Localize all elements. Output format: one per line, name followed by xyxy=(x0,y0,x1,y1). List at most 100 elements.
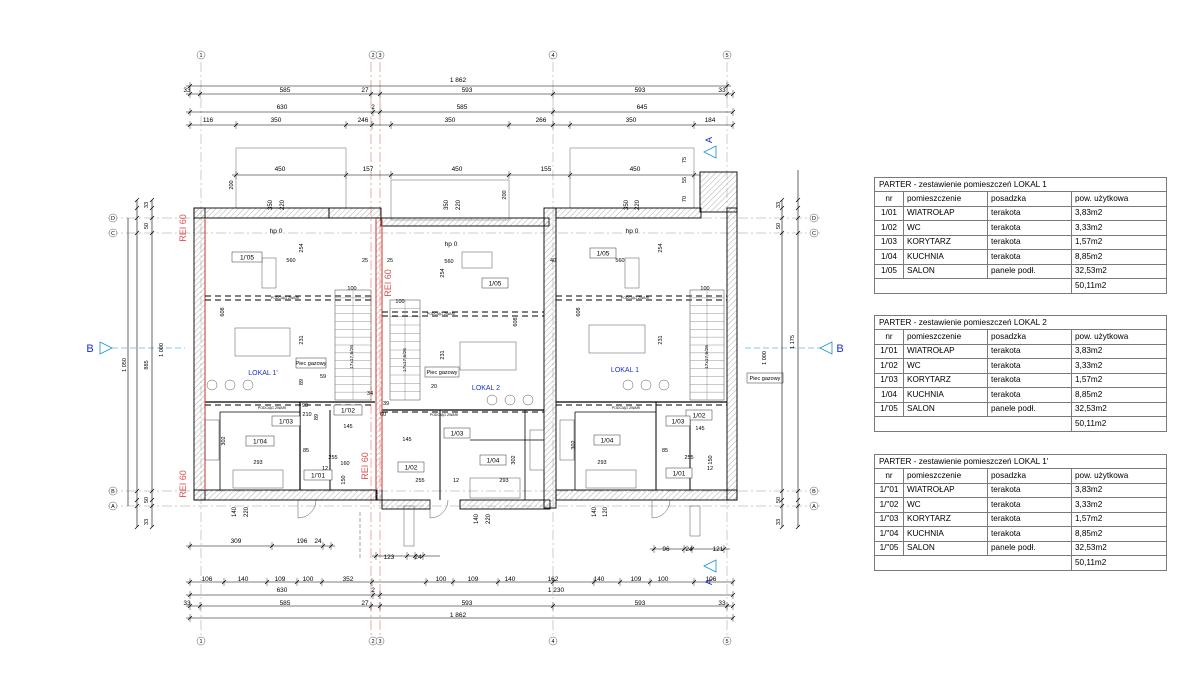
dimension-label: 593 xyxy=(462,87,473,94)
dimension-label: 885 xyxy=(144,360,150,369)
dimension-label: 1 000 xyxy=(762,351,768,365)
dimension-label: 608 xyxy=(220,307,226,316)
schedule-header: posadzka xyxy=(987,468,1072,484)
floor-finish: terakota xyxy=(987,497,1072,513)
grid-axis-label: B xyxy=(812,489,816,495)
room-name: KORYTARZ xyxy=(903,511,988,527)
room-tag-box xyxy=(665,415,691,427)
area-value: 1,57m2 xyxy=(1075,375,1103,385)
dimension-label: 560 xyxy=(615,258,624,264)
grid-axis-label: C xyxy=(812,231,816,237)
dimension-label: 220 xyxy=(635,199,641,210)
area-cell: 1,57m2 xyxy=(1071,372,1167,388)
room-number: 1/'03 xyxy=(874,372,904,388)
plant-pot xyxy=(206,379,218,391)
dimension-label: 585 xyxy=(280,87,291,94)
kitchen-counter xyxy=(232,469,284,489)
fire-rating-label: REI 60 xyxy=(178,470,188,498)
room-name: WC xyxy=(903,497,988,513)
dimension-label: 24 xyxy=(414,554,422,561)
boiler-label-box xyxy=(424,366,460,378)
boiler-label-box xyxy=(295,357,327,369)
grid-axis-bubble xyxy=(108,501,118,511)
grid-axis-label: 3 xyxy=(378,639,381,645)
dimension-label: 50 xyxy=(776,223,782,229)
area-value: 3,33m2 xyxy=(1075,222,1103,232)
schedule-header: pomieszczenie xyxy=(903,329,988,345)
exterior-wall xyxy=(555,207,702,219)
dimension-label: 140 xyxy=(505,576,516,583)
plant-pot xyxy=(224,379,236,391)
area-value: 50,11m2 xyxy=(1075,557,1107,567)
dimension-label: 302 xyxy=(221,436,227,445)
terrace-outline xyxy=(235,147,347,209)
floor-finish: terakota xyxy=(987,372,1072,388)
dimension-label: 350 xyxy=(626,117,637,124)
dimension-label: 585 xyxy=(457,104,468,111)
dimension-label: 254 xyxy=(658,243,664,252)
room-tag-box xyxy=(665,467,693,479)
fire-rating-label: REI 60 xyxy=(178,214,188,242)
dimension-label: 100 xyxy=(303,576,314,583)
dimension-label: 231 xyxy=(299,335,305,344)
area-cell: 8,85m2 xyxy=(1071,526,1167,542)
area-cell: 8,85m2 xyxy=(1071,249,1167,265)
dimension-label: 89 xyxy=(299,379,305,385)
dimension-label: 59 xyxy=(320,374,326,380)
dimension-label: 630 xyxy=(277,587,288,594)
room-name: WC xyxy=(903,220,988,236)
grid-axis-bubble xyxy=(108,228,118,238)
room-tag-box xyxy=(303,469,333,481)
dimension-label: 196 xyxy=(297,538,308,545)
dimension-label: 33 xyxy=(718,87,726,94)
room-tag: 1/05 xyxy=(489,281,502,288)
dimension-label: 33 xyxy=(776,519,782,525)
exterior-wall xyxy=(193,207,206,501)
plant-pot xyxy=(658,379,670,391)
dining-table xyxy=(234,327,291,357)
dimension-label: 100 xyxy=(347,286,356,292)
stair-label: 17x17,6/26 xyxy=(704,345,710,369)
area-value: 32,53m2 xyxy=(1075,404,1107,414)
grid-axis-label: C xyxy=(111,231,115,237)
dimension-label: 254 xyxy=(440,268,446,277)
entry-step xyxy=(403,505,415,547)
plant-pot xyxy=(622,379,634,391)
area-cell: 3,83m2 xyxy=(1071,482,1167,498)
room-tag: 1/01 xyxy=(673,471,686,478)
grid-axis-label: 2 xyxy=(371,53,374,59)
room-number: 1/"05 xyxy=(874,540,904,556)
dimension-label: 75 xyxy=(682,157,688,163)
room-name: KUCHNIA xyxy=(903,387,988,403)
section-marker xyxy=(703,145,717,159)
dimension-label: 608 xyxy=(513,317,519,326)
dimension-label: 120 xyxy=(603,506,609,517)
party-wall xyxy=(375,217,383,501)
room-number: 1/"01 xyxy=(874,482,904,498)
dimension-label: 1 230 xyxy=(548,587,565,594)
dimension-label: 220 xyxy=(456,199,462,210)
floor-finish: terakota xyxy=(987,358,1072,374)
dimension-label: 630 xyxy=(277,104,288,111)
area-value: 8,85m2 xyxy=(1075,251,1103,261)
dimension-label: 450 xyxy=(275,166,286,173)
dimension-label: 109 xyxy=(631,576,642,583)
room-number: 1/'02 xyxy=(874,358,904,374)
dimension-label: 12 xyxy=(707,466,713,472)
room-number: 1/04 xyxy=(874,387,904,403)
dimension-label: 39 xyxy=(383,401,389,407)
sofa xyxy=(261,257,277,289)
grid-axis-bubble xyxy=(809,501,819,511)
terrace-outline xyxy=(569,147,695,209)
grid-axis-label: D xyxy=(812,216,816,222)
room-schedule-lokal-1: PARTER - zestawienie pomieszczeń LOKAL 1… xyxy=(874,177,1167,294)
floor-finish: terakota xyxy=(987,205,1072,221)
stair-label: 17x17,6/26 xyxy=(402,348,408,372)
total-area: 50,11m2 xyxy=(1071,555,1167,571)
dimension-label: 33 xyxy=(144,519,150,525)
dimension-label: 140 xyxy=(232,506,238,517)
kitchen-unit xyxy=(559,419,575,461)
room-name: SALON xyxy=(903,401,988,417)
